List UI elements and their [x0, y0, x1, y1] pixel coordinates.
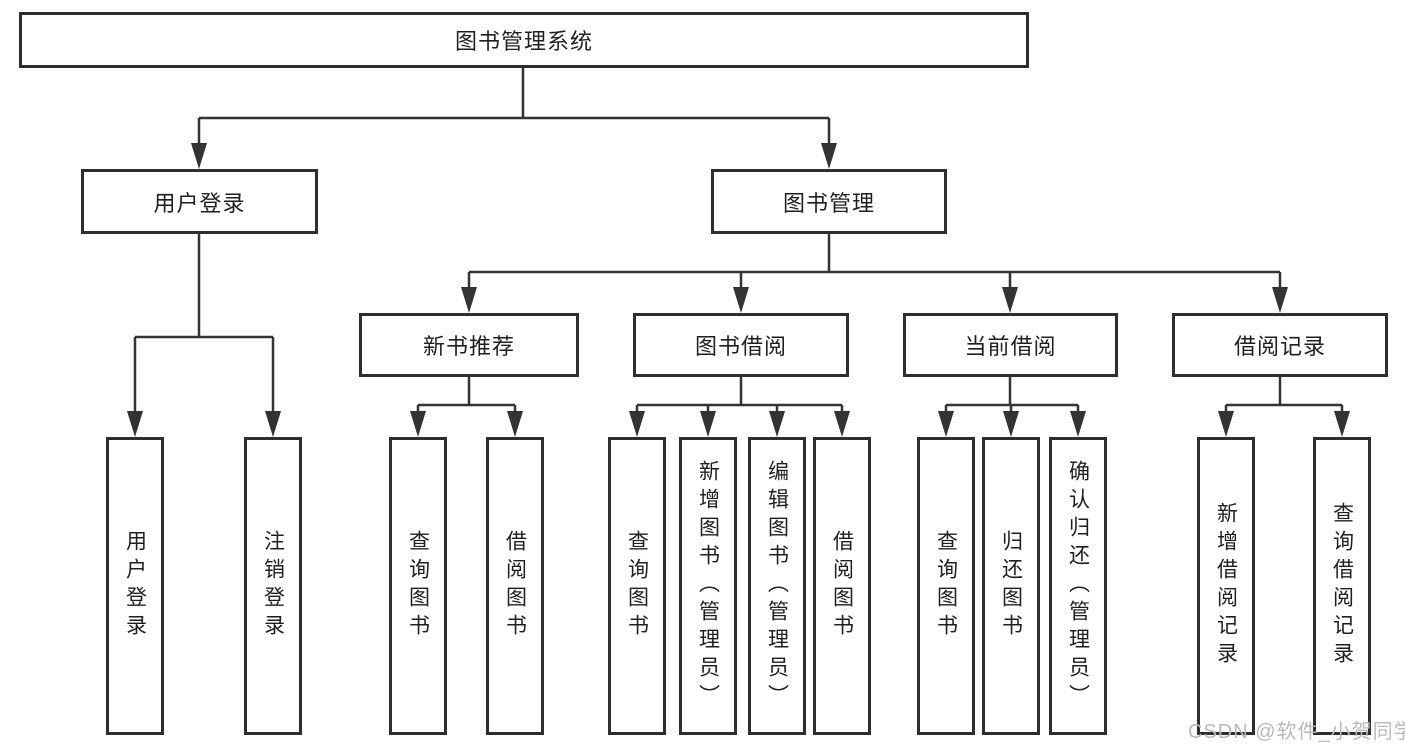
- leaf-borrow-books-label: 借阅图书: [830, 530, 854, 642]
- leaf-query-borrow-record-label: 查询借阅记录: [1330, 502, 1354, 670]
- leaf-logout: 注销登录: [244, 437, 302, 735]
- leaf-query-borrow-record: 查询借阅记录: [1313, 437, 1371, 735]
- connector-book-management-to-level2: [461, 234, 1288, 313]
- leaf-edit-book-admin-label: 编辑图书（管理员）: [765, 460, 789, 712]
- node-new-book-recommend: 新书推荐: [359, 313, 579, 377]
- leaf-query-books-borrowing: 查询图书: [608, 437, 666, 735]
- leaf-query-books-borrowing-label: 查询图书: [625, 530, 649, 642]
- connector-user-login-to-children: [127, 234, 281, 437]
- leaf-query-books-recommend-label: 查询图书: [406, 530, 430, 642]
- node-book-borrowing: 图书借阅: [633, 313, 849, 377]
- leaf-borrow-books: 借阅图书: [813, 437, 871, 735]
- leaf-confirm-return-admin: 确认归还（管理员）: [1049, 437, 1107, 735]
- node-library-system: 图书管理系统: [19, 12, 1029, 68]
- csdn-watermark: CSDN @软件_小贺同学: [1188, 721, 1405, 743]
- connector-root-to-level1: [191, 68, 837, 169]
- leaf-add-book-admin-label: 新增图书（管理员）: [696, 460, 720, 712]
- leaf-edit-book-admin: 编辑图书（管理员）: [748, 437, 806, 735]
- connector-new-book-recommend-to-children: [410, 377, 523, 437]
- connector-current-borrowing-to-children: [938, 377, 1086, 437]
- node-borrowing-records: 借阅记录: [1172, 313, 1388, 377]
- leaf-return-book: 归还图书: [982, 437, 1040, 735]
- node-book-management: 图书管理: [711, 169, 947, 234]
- leaf-query-books-current: 查询图书: [917, 437, 975, 735]
- leaf-return-book-label: 归还图书: [999, 530, 1023, 642]
- leaf-confirm-return-admin-label: 确认归还（管理员）: [1066, 460, 1090, 712]
- node-current-borrowing: 当前借阅: [903, 313, 1118, 377]
- leaf-user-login: 用户登录: [106, 437, 164, 735]
- leaf-logout-label: 注销登录: [261, 530, 285, 642]
- connector-book-borrowing-to-children: [629, 377, 850, 437]
- leaf-add-borrow-record: 新增借阅记录: [1197, 437, 1255, 735]
- leaf-borrow-books-recommend: 借阅图书: [486, 437, 544, 735]
- leaf-add-book-admin: 新增图书（管理员）: [679, 437, 737, 735]
- node-user-login: 用户登录: [81, 169, 318, 234]
- leaf-borrow-books-recommend-label: 借阅图书: [503, 530, 527, 642]
- connector-borrowing-records-to-children: [1218, 377, 1350, 437]
- leaf-query-books-recommend: 查询图书: [389, 437, 447, 735]
- leaf-query-books-current-label: 查询图书: [934, 530, 958, 642]
- leaf-add-borrow-record-label: 新增借阅记录: [1214, 502, 1238, 670]
- leaf-user-login-label: 用户登录: [123, 530, 147, 642]
